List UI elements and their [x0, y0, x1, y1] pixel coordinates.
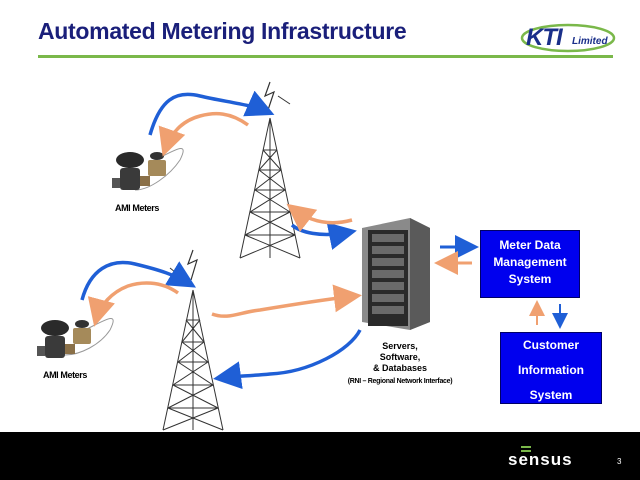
server-label-line-2: Software,: [379, 352, 421, 362]
mdm-line-3: System: [508, 272, 552, 286]
title-divider: [38, 55, 613, 58]
radio-tower-top: [239, 81, 301, 259]
mdm-line-1: Meter Data: [499, 238, 561, 252]
slide-title: Automated Metering Infrastructure: [38, 18, 407, 44]
ami-meter-bottom-icon: [37, 318, 114, 358]
server-label-line-1: Servers,: [382, 341, 418, 351]
tower-top-to-server-arrow: [290, 222, 357, 250]
footer-bar: [0, 432, 640, 480]
kti-logo: KTI Limited: [518, 22, 618, 54]
ami-diagram: [37, 81, 568, 431]
customer-information-box: Customer Information System: [500, 332, 602, 404]
sensus-logo: sensus: [508, 450, 573, 469]
page-number: 3: [617, 457, 622, 466]
server-label: Servers, Software, & Databases: [330, 341, 470, 374]
cis-line-3: System: [529, 388, 573, 402]
mdm-line-2: Management: [493, 255, 567, 269]
meter-label-bottom: AMI Meters: [42, 370, 87, 380]
uplink-meter-bottom-to-tower: [80, 260, 197, 301]
server-rack-icon: [362, 218, 430, 330]
downlink-tower-to-meter-bottom: [87, 281, 180, 327]
cis-line-2: Information: [518, 363, 584, 377]
meter-data-management-box: Meter Data Management System: [480, 230, 580, 298]
meter-label-top: AMI Meters: [114, 203, 159, 213]
logo-suffix: Limited: [572, 36, 608, 47]
sensus-logo-mark: [521, 446, 531, 448]
uplink-meter-top-to-tower: [148, 90, 275, 136]
logo-wordmark: KTI: [526, 24, 563, 51]
sensus-logo-mark-2: [521, 450, 531, 452]
cis-line-1: Customer: [522, 338, 579, 352]
logo-swoosh: [520, 23, 616, 53]
server-to-tower-top-arrow: [286, 203, 353, 232]
downlink-tower-to-meter-top: [158, 111, 250, 157]
tower-bottom-to-server-arrow: [211, 284, 362, 318]
server-sublabel: (RNI – Regional Network Interface): [347, 378, 453, 385]
server-to-tower-bottom-arrow: [213, 329, 362, 390]
ami-meter-top-icon: [112, 148, 184, 191]
server-label-line-3: & Databases: [372, 363, 428, 373]
